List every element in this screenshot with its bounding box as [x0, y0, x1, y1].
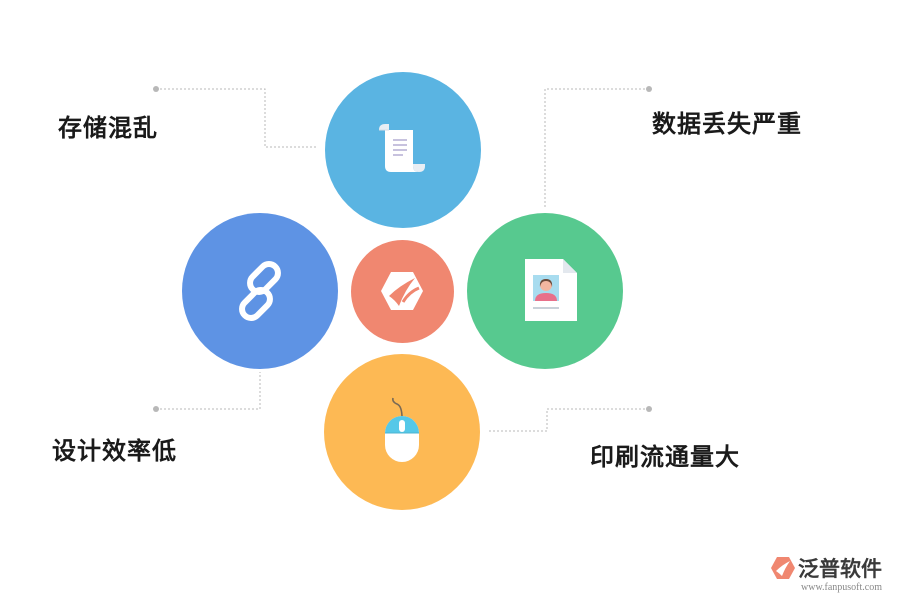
label-top-left: 存储混乱 [58, 114, 158, 142]
connector-dot-bottom-right [646, 406, 652, 412]
label-bottom-right: 印刷流通量大 [590, 443, 740, 471]
document-scroll-icon [379, 124, 425, 172]
label-top-right: 数据丢失严重 [652, 110, 802, 138]
center-circle [351, 240, 454, 343]
top-circle [325, 72, 481, 228]
brand-logo: 泛普软件 www.fanpusoft.com [770, 553, 895, 598]
computer-mouse-icon [385, 397, 419, 462]
right-circle [467, 213, 623, 369]
connector-dot-top-right [646, 86, 652, 92]
left-circle [182, 213, 338, 369]
brand-url: www.fanpusoft.com [801, 582, 883, 593]
connector-top-left [156, 88, 316, 148]
brand-logo-icon [771, 557, 795, 579]
profile-card-icon [525, 259, 577, 321]
connector-top-right [544, 88, 649, 208]
connector-bottom-left [156, 372, 261, 410]
connector-dot-bottom-left [153, 406, 159, 412]
brand-name: 泛普软件 [798, 557, 882, 581]
connector-dot-top-left [153, 86, 159, 92]
chain-link-icon [239, 261, 281, 321]
connector-bottom-right [487, 408, 649, 432]
bottom-circle [324, 354, 480, 510]
center-logo-icon [381, 272, 423, 310]
label-bottom-left: 设计效率低 [52, 437, 177, 465]
